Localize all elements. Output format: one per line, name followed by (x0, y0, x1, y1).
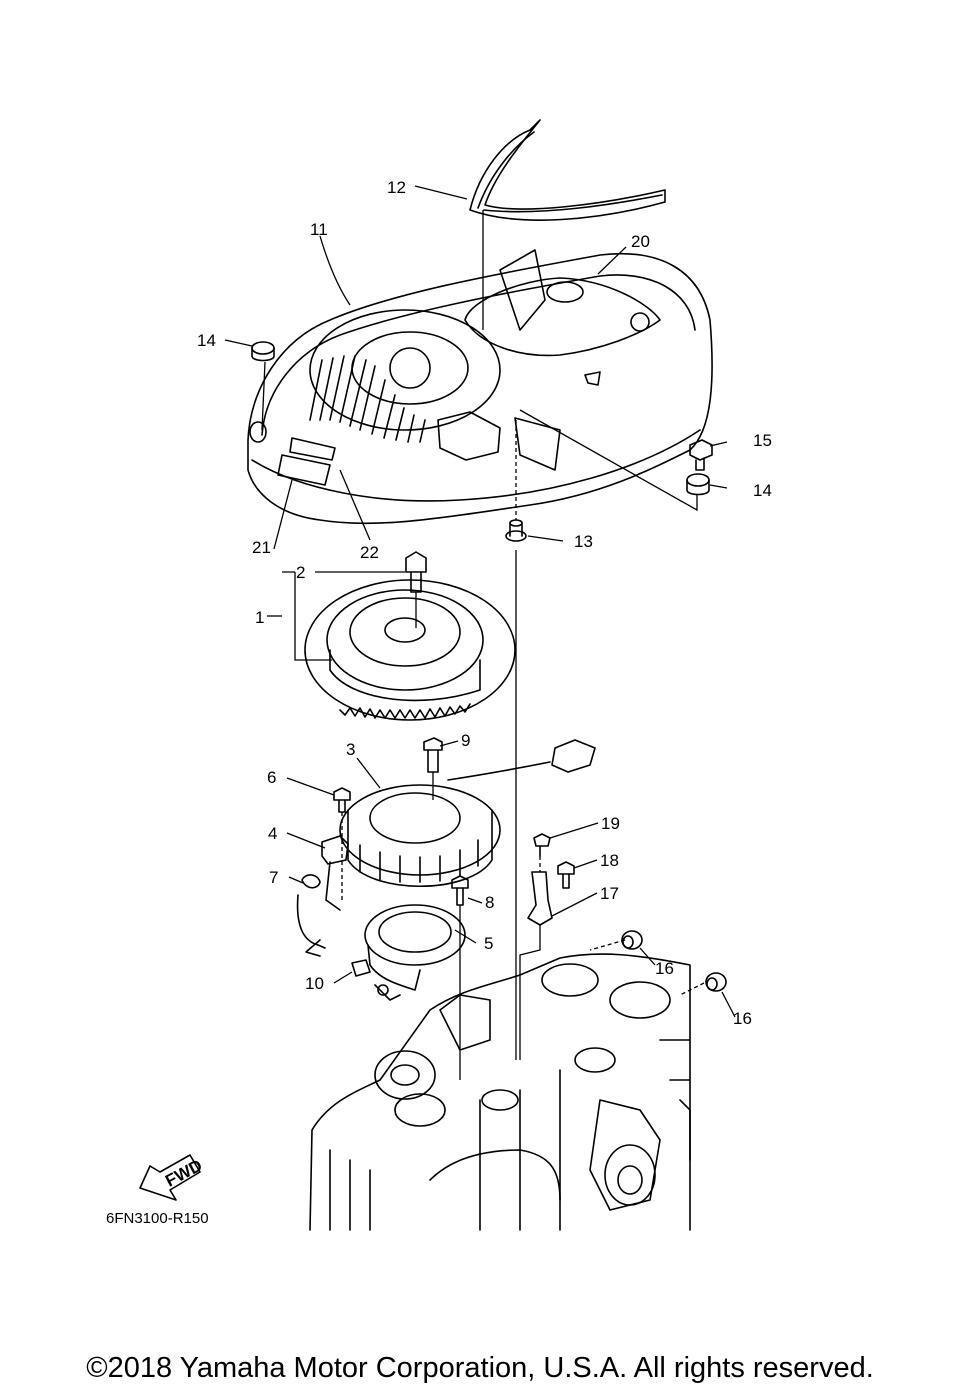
bolt-15 (689, 439, 713, 471)
callout-16-upper: 16 (655, 959, 674, 978)
callout-22: 22 (360, 543, 379, 562)
fwd-arrow-icon (139, 1154, 201, 1201)
bolt-9 (423, 737, 443, 773)
callout-2: 2 (296, 563, 305, 582)
callout-4: 4 (268, 824, 277, 843)
pulser-coil-4 (321, 835, 349, 911)
flywheel-cover-11 (247, 249, 713, 525)
seal-strip-12 (469, 119, 666, 221)
callout-14-right: 14 (753, 481, 772, 500)
leader-lines (224, 185, 736, 1080)
callout-14-left: 14 (197, 331, 216, 350)
callout-8: 8 (485, 893, 494, 912)
callout-labels: 12 11 20 14 15 14 13 21 22 2 1 9 3 6 19 … (162, 178, 772, 1191)
callout-19: 19 (601, 814, 620, 833)
clamp-7 (296, 874, 326, 949)
callout-10: 10 (305, 974, 324, 993)
callout-12: 12 (387, 178, 406, 197)
callout-5: 5 (484, 934, 493, 953)
grommet-14-right (686, 473, 710, 496)
callout-17: 17 (600, 884, 619, 903)
callout-11: 11 (310, 220, 328, 239)
callout-3: 3 (346, 740, 355, 759)
engine-block (309, 953, 691, 1231)
screw-18 (557, 861, 575, 889)
stator-bracket-5 (364, 904, 466, 1001)
grommet-16-lower (705, 972, 727, 992)
callout-15: 15 (753, 431, 772, 450)
callout-13: 13 (574, 532, 593, 551)
grommet-14-left (251, 341, 275, 362)
callout-20: 20 (631, 232, 650, 251)
screw-6 (333, 787, 351, 813)
screw-19 (533, 833, 551, 857)
callout-1: 1 (255, 608, 264, 627)
copyright-notice: ©2018 Yamaha Motor Corporation, U.S.A. A… (86, 1352, 874, 1384)
callout-9: 9 (461, 731, 470, 750)
callout-6: 6 (267, 768, 276, 787)
flywheel-bolt-2 (405, 551, 427, 593)
grommet-16-upper (621, 930, 643, 950)
callout-16-lower: 16 (733, 1009, 752, 1028)
callout-7: 7 (269, 868, 278, 887)
fwd-label: FWD (162, 1156, 205, 1191)
diagram-part-code: 6FN3100-R150 (106, 1210, 209, 1227)
bracket-17 (527, 871, 553, 926)
collar-13 (505, 519, 527, 542)
callout-18: 18 (600, 851, 619, 870)
stator-3 (339, 739, 596, 888)
sensor-10 (305, 939, 371, 977)
callout-21: 21 (252, 538, 271, 557)
flywheel-1 (304, 579, 516, 721)
